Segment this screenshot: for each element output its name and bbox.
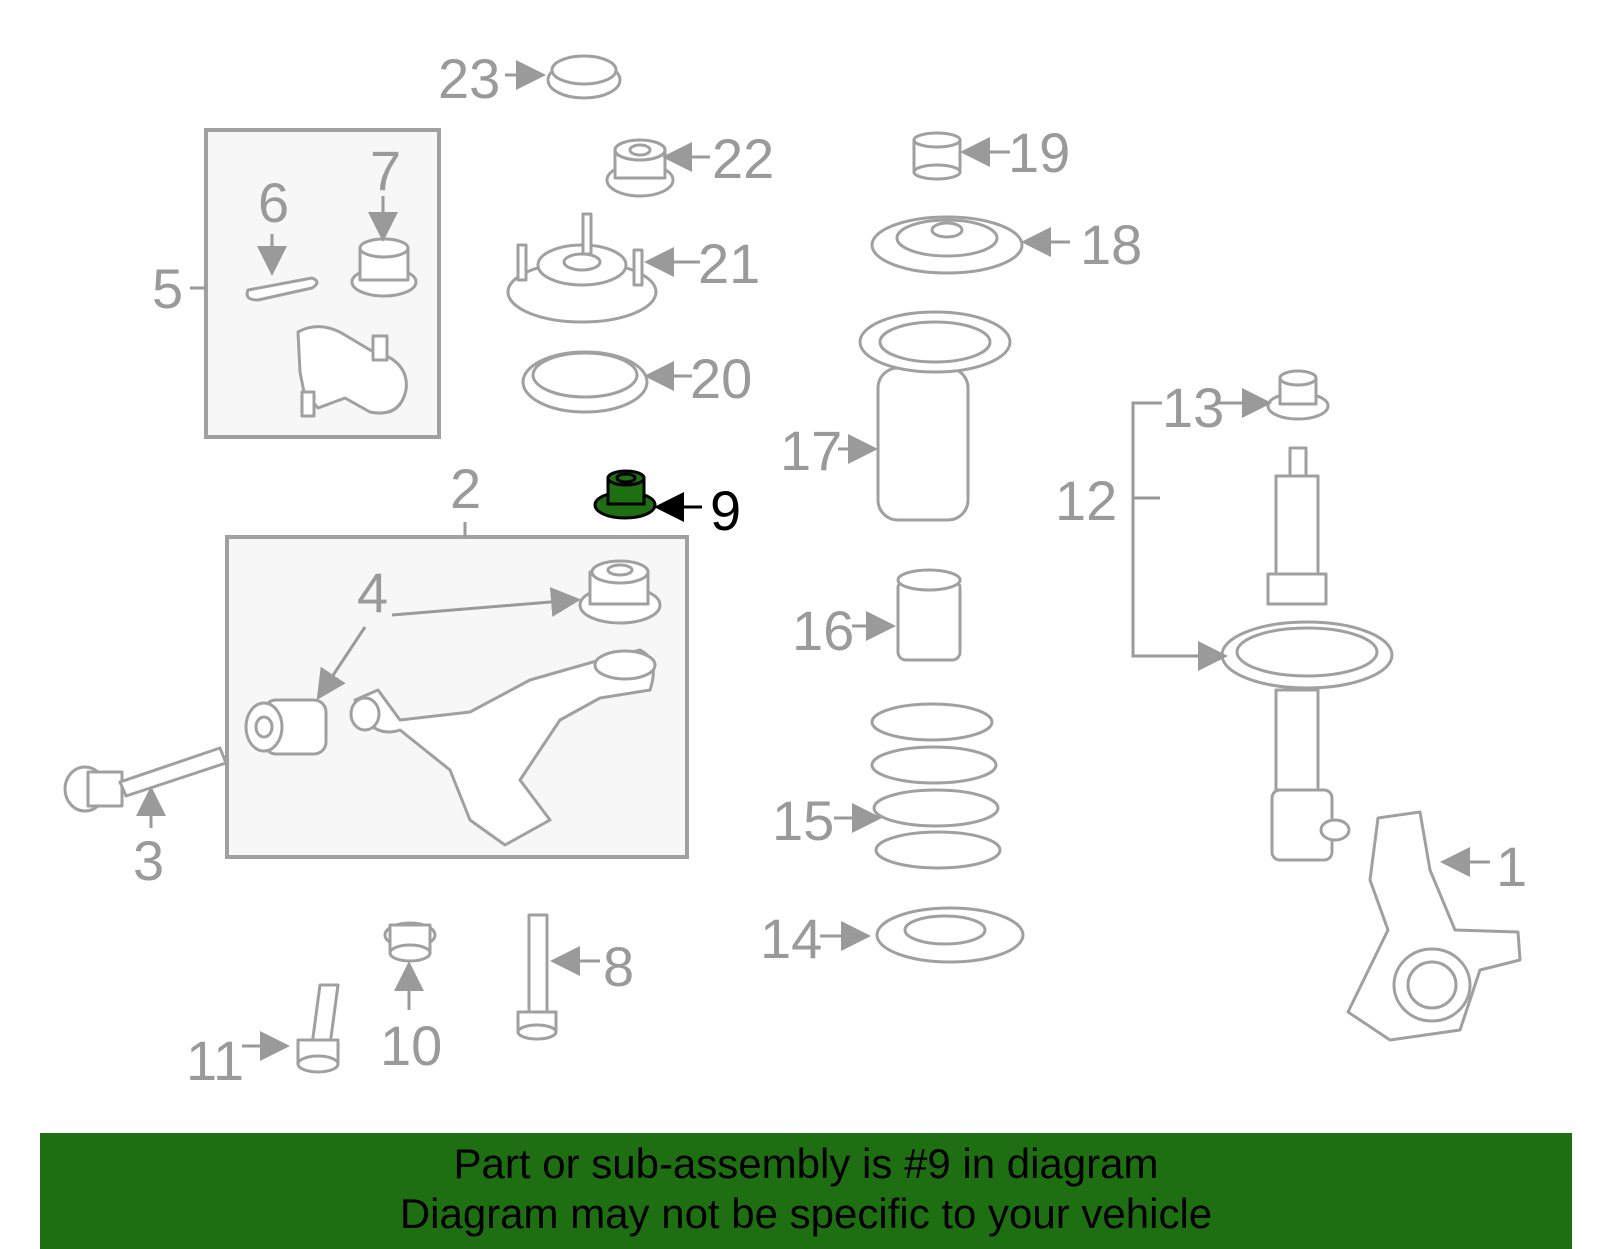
callout-15: 15	[772, 789, 834, 852]
callout-8: 8	[603, 935, 634, 998]
callout-23: 23	[438, 47, 500, 110]
callout-5: 5	[152, 257, 183, 320]
part-21-strut-mount[interactable]	[506, 212, 658, 324]
callout-22: 22	[712, 127, 774, 190]
callout-18: 18	[1080, 213, 1142, 276]
banner-line-2: Diagram may not be specific to your vehi…	[399, 1190, 1213, 1237]
part-23-cap[interactable]	[546, 54, 622, 100]
callout-14: 14	[760, 907, 822, 970]
part-7-castle-nut[interactable]	[350, 237, 418, 298]
callout-7: 7	[370, 139, 401, 202]
info-banner: Part or sub-assembly is #9 in diagram Di…	[40, 1133, 1572, 1249]
part-19-bushing[interactable]	[912, 131, 962, 181]
part-3-bolt[interactable]	[63, 746, 228, 813]
callout-10: 10	[380, 1014, 442, 1077]
part-10-nut[interactable]	[383, 921, 437, 963]
part-14-lower-insulator[interactable]	[875, 906, 1025, 964]
callout-11: 11	[186, 1029, 244, 1092]
callout-17: 17	[780, 419, 842, 482]
part-12-strut-assembly[interactable]	[1220, 446, 1394, 862]
banner-line-1: Part or sub-assembly is #9 in diagram	[453, 1140, 1159, 1187]
part-15-coil-spring[interactable]	[870, 702, 1002, 870]
callout-20: 20	[690, 347, 752, 410]
part-1-steering-knuckle[interactable]	[1346, 810, 1522, 1042]
callout-9: 9	[710, 479, 741, 542]
part-4-bushing-rear[interactable]	[578, 559, 662, 625]
part-11-bolt[interactable]	[296, 983, 340, 1074]
part-13-nut[interactable]	[1266, 369, 1330, 421]
part-18-upper-seat[interactable]	[870, 215, 1024, 275]
part-20-bearing[interactable]	[521, 350, 649, 414]
part-6-cotter-pin[interactable]	[245, 276, 319, 302]
callout-6: 6	[258, 171, 289, 234]
callout-21: 21	[698, 232, 760, 295]
part-17-boot[interactable]	[858, 310, 1012, 522]
callout-3: 3	[133, 829, 164, 892]
callout-1: 1	[1496, 835, 1527, 898]
part-2-lower-control-arm[interactable]	[349, 648, 657, 847]
callout-12: 12	[1055, 469, 1117, 532]
part-4-bushing-front[interactable]	[244, 698, 328, 756]
part-16-bump-stop[interactable]	[896, 568, 962, 662]
callout-2: 2	[450, 457, 481, 520]
callout-16: 16	[792, 599, 854, 662]
part-8-bolt[interactable]	[516, 913, 558, 1041]
callout-4: 4	[357, 561, 388, 624]
callout-13: 13	[1162, 376, 1224, 439]
part-5-ball-joint[interactable]	[296, 325, 408, 418]
callout-19: 19	[1008, 121, 1070, 184]
part-22-nut[interactable]	[605, 138, 675, 198]
part-9-nut-highlighted[interactable]	[593, 469, 657, 520]
